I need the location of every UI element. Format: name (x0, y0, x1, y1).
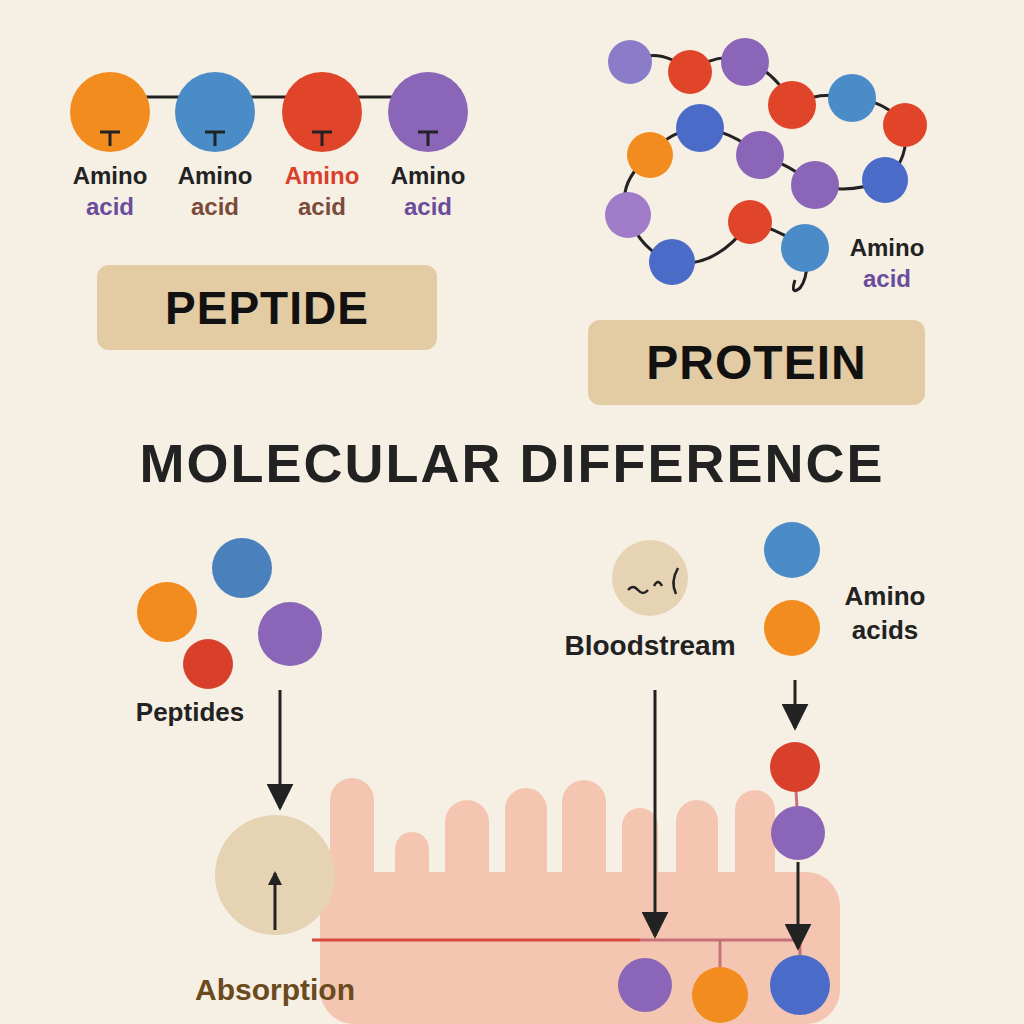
intestine-villi-part (735, 790, 775, 910)
intestine-villi-part (395, 832, 429, 912)
peptide-molecules-part (183, 639, 233, 689)
flow-arrows-part (794, 680, 797, 728)
part-label: Amino acid (55, 160, 165, 222)
flow-arrows-part (654, 690, 657, 936)
protein-chain-part (862, 157, 908, 203)
protein-chain-part (668, 50, 712, 94)
label-box: PEPTIDE (97, 265, 437, 350)
intestine-villi-part (505, 788, 547, 908)
blood-vessel-part (312, 939, 640, 942)
circle-node: Bloodstream (540, 538, 760, 668)
blood-marks (628, 568, 678, 594)
protein-chain-part (605, 192, 651, 238)
circle-node: Absorption (185, 815, 365, 1015)
flow-arrows-part (279, 690, 282, 808)
peptide-chain-part (110, 96, 428, 99)
label-box: PROTEIN (588, 320, 925, 405)
amino-acid-molecules-part (770, 742, 820, 792)
protein-chain-part (791, 161, 839, 209)
intestine-villi-part (676, 800, 718, 910)
protein-chain-part (768, 81, 816, 129)
box-heading: PEPTIDE (165, 281, 369, 335)
protein-chain-part (676, 104, 724, 152)
peptide-molecules (137, 538, 322, 689)
protein-chain-part (721, 38, 769, 86)
intestine-villi-part (330, 778, 374, 918)
flow-arrows-part (797, 862, 800, 948)
circle-fill (612, 540, 688, 616)
part-label: Amino acid (373, 160, 483, 222)
node-label: Absorption (195, 973, 355, 1007)
protein-chain-part (608, 40, 652, 84)
protein-chain-part (728, 200, 772, 244)
protein-chain-part (627, 132, 673, 178)
peptide-molecules-part (212, 538, 272, 598)
protein-chain-part (736, 131, 784, 179)
peptide-molecules-part (258, 602, 322, 666)
intestine-villi-part (445, 800, 489, 910)
amino-acid-molecules-part (692, 967, 748, 1023)
amino-acid-molecules-part (764, 522, 820, 578)
part-label: Amino acid (832, 232, 942, 294)
amino-acid-molecules-part (771, 806, 825, 860)
amino-acid-molecules-part (618, 958, 672, 1012)
part-label: Peptides (100, 696, 280, 730)
part-label: Amino acid (267, 160, 377, 222)
amino-acid-molecules-part (764, 600, 820, 656)
peptide-chain-part (100, 132, 438, 146)
intestine-villi-part (622, 808, 658, 908)
up-arrow-head (268, 871, 282, 885)
intestine-villi (320, 778, 840, 1024)
circle-fill (215, 815, 335, 935)
blood-vessel (312, 940, 800, 967)
amino-acid-molecules-part (796, 790, 797, 808)
diagram-title: MOLECULAR DIFFERENCE (0, 432, 1024, 494)
part-label: Amino acids (825, 580, 945, 648)
blood-vessel-part (640, 940, 800, 967)
part-label: Amino acid (160, 160, 270, 222)
intestine-villi-part (562, 780, 606, 910)
protein-chain-part (828, 74, 876, 122)
node-label: Bloodstream (564, 630, 735, 662)
amino-acid-molecules-part (770, 955, 830, 1015)
protein-chain-part (883, 103, 927, 147)
box-heading: PROTEIN (646, 335, 866, 390)
flow-arrows (280, 680, 798, 948)
peptide-molecules-part (137, 582, 197, 642)
protein-chain-part (781, 224, 829, 272)
peptide-chain (70, 72, 468, 152)
protein-chain-part (649, 239, 695, 285)
